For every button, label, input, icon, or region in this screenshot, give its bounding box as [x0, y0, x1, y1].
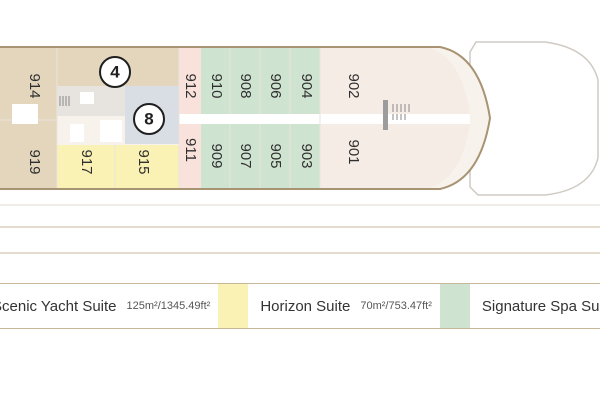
- cabin-label-905: 905: [267, 143, 284, 168]
- cabin-912[interactable]: [179, 48, 201, 114]
- cabin-label-914: 914: [26, 73, 43, 98]
- cabin-label-904: 904: [298, 73, 315, 98]
- badge-8[interactable]: [133, 103, 165, 135]
- cabin-label-902: 902: [345, 73, 362, 98]
- divider-lines: [0, 204, 600, 254]
- cabin-904[interactable]: [290, 48, 320, 114]
- deck-plan: 914 919 917 915 912 911 910 908 906 904 …: [0, 41, 599, 196]
- partitions: [0, 48, 321, 188]
- cabin-label-908: 908: [237, 73, 254, 98]
- cabin-label-906: 906: [267, 73, 284, 98]
- cabin-902[interactable]: [320, 48, 470, 114]
- forward-stair-post: [383, 100, 388, 130]
- cabin-label-919: 919: [26, 149, 43, 174]
- legend-swatch-scenic-yacht: [218, 284, 249, 328]
- cabin-917[interactable]: [57, 145, 115, 188]
- cabin-label-909: 909: [208, 143, 225, 168]
- cabin-901[interactable]: [320, 124, 470, 188]
- legend-track: Scenic Yacht Suite 125m²/1345.49ft² Hori…: [0, 284, 600, 328]
- cabin-910[interactable]: [201, 48, 230, 114]
- cabin-908[interactable]: [230, 48, 260, 114]
- cabin-907[interactable]: [230, 124, 260, 188]
- badge-8-label: 8: [144, 109, 153, 128]
- legend-name-horizon: Horizon Suite: [260, 297, 351, 315]
- cabin-911[interactable]: [179, 124, 201, 188]
- furniture: [12, 92, 122, 142]
- cabin-906[interactable]: [260, 48, 290, 114]
- cabin-label-903: 903: [298, 143, 315, 168]
- cabin-label-911: 911: [182, 138, 199, 162]
- cabin-label-912: 912: [182, 73, 199, 98]
- legend-name-scenic-yacht: Scenic Yacht Suite: [0, 297, 117, 315]
- legend-name-signature-spa: Signature Spa Suite: [481, 297, 600, 315]
- cabin-919[interactable]: [0, 120, 57, 188]
- legend-size-scenic-yacht: 125m²/1345.49ft²: [126, 300, 211, 312]
- badge-4[interactable]: [99, 56, 131, 88]
- cabin-915[interactable]: [115, 145, 179, 188]
- corridor: [179, 114, 470, 124]
- stairs: [59, 96, 410, 120]
- cabin-label-907: 907: [237, 143, 254, 168]
- cabin-label-915: 915: [135, 149, 152, 174]
- cabin-909[interactable]: [201, 124, 230, 188]
- bow-outline: [469, 41, 599, 196]
- legend-swatch-horizon: [439, 284, 470, 328]
- suite-legend: Scenic Yacht Suite 125m²/1345.49ft² Hori…: [0, 283, 600, 329]
- badge-4-label: 4: [110, 62, 120, 81]
- cabin-label-917: 917: [78, 149, 95, 174]
- cabin-label-901: 901: [345, 139, 362, 164]
- cabin-903[interactable]: [290, 124, 320, 188]
- legend-size-horizon: 70m²/753.47ft²: [360, 300, 432, 312]
- cabin-905[interactable]: [260, 124, 290, 188]
- cabin-label-910: 910: [208, 73, 225, 98]
